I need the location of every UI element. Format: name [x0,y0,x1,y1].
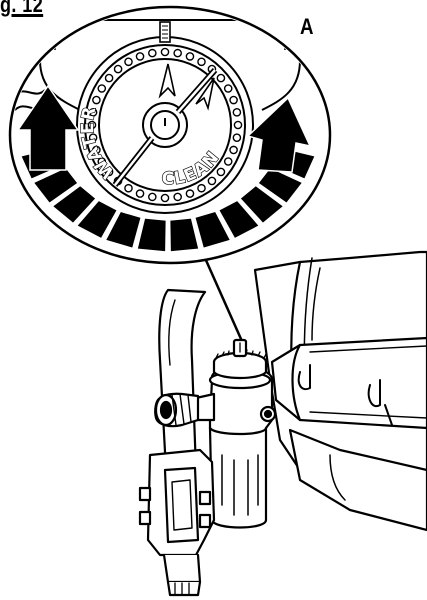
dial-arrow-up-icon [158,63,176,99]
unit-assembly [138,250,427,597]
rotate-left-arrow-icon [16,84,80,171]
callout-label-a: A [300,14,314,39]
callout-leader-line [203,257,247,349]
magnified-dial-view: WATER CLEAN [8,5,332,265]
rotate-right-arrow-icon [246,96,312,173]
dial-arrow-diagonal-icon [195,77,215,111]
frame-tube [158,288,207,472]
rotation-band [19,146,317,253]
valve-body [208,366,274,529]
figure-label: g. 12 [0,0,44,17]
